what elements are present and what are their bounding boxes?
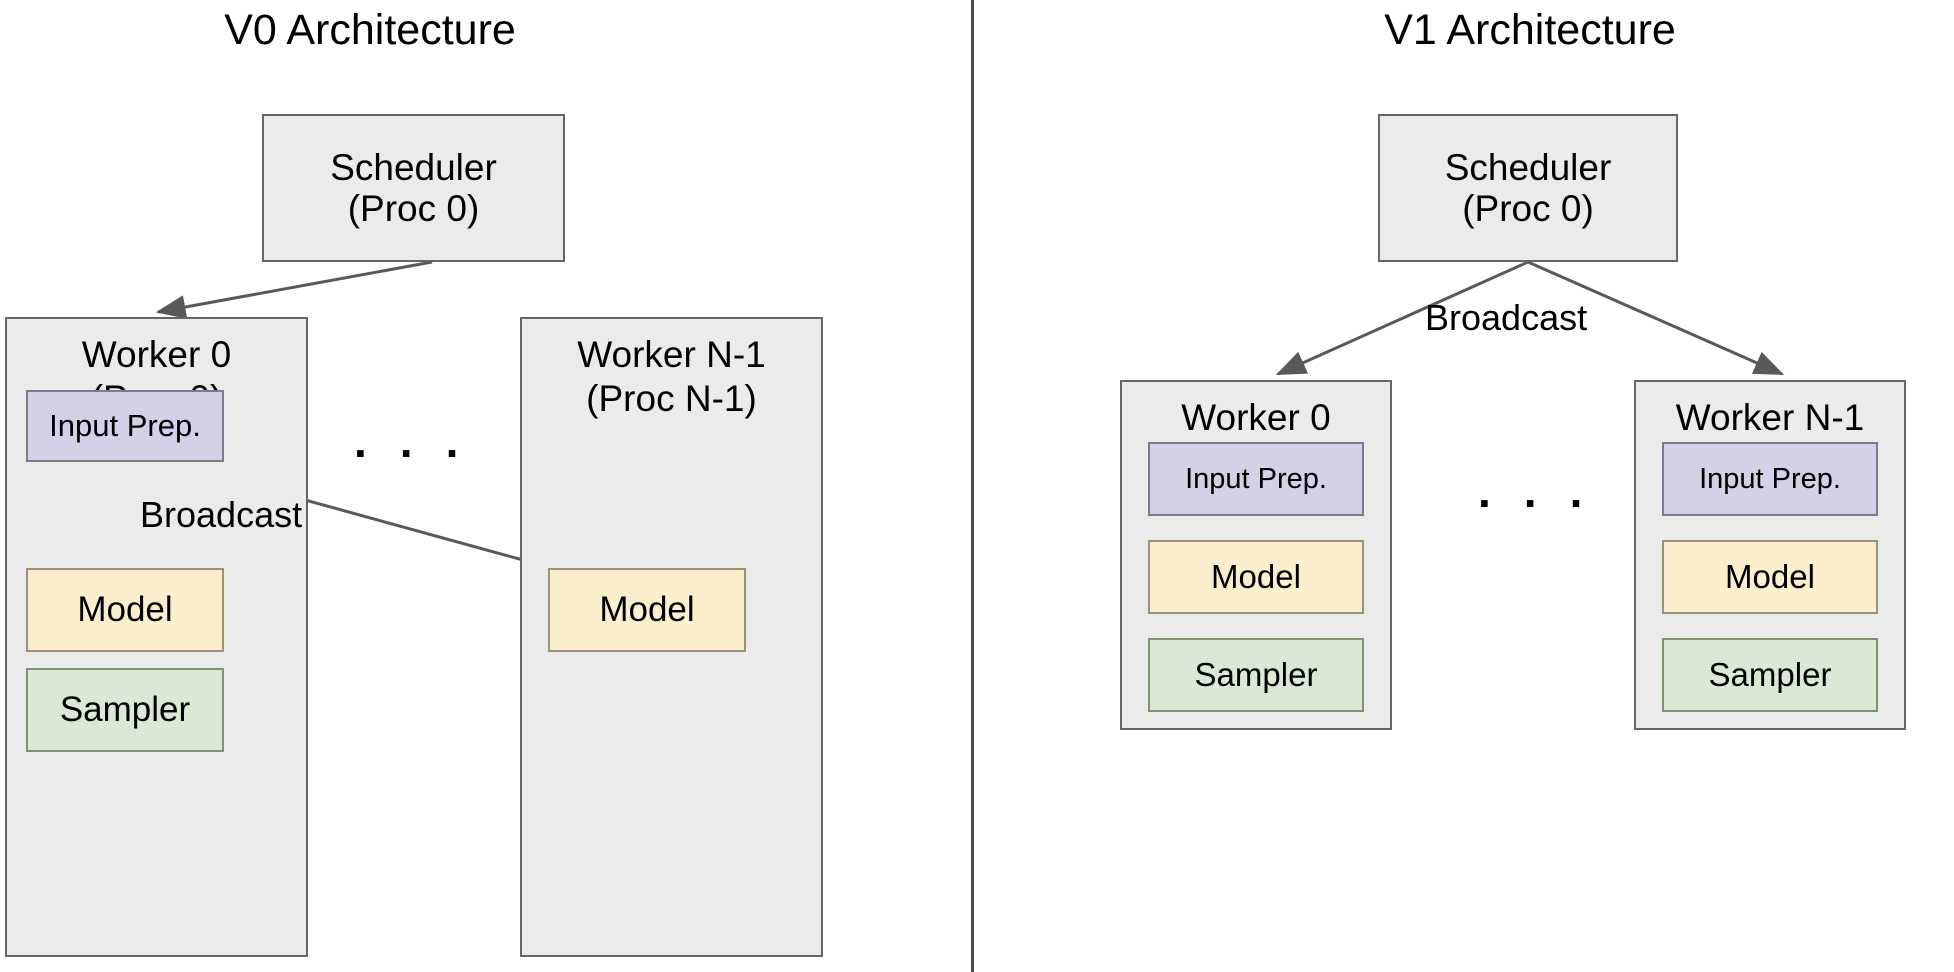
v0-scheduler-label: Scheduler (Proc 0) [330,146,497,229]
v1-worker-n1-model: Model [1662,540,1878,614]
v0-worker-0-model-label: Model [77,590,173,629]
v1-worker-0-input-prep-label: Input Prep. [1185,462,1327,495]
v1-worker-n1-sampler-label: Sampler [1708,656,1832,693]
v0-ellipsis: . . . [354,415,469,467]
v0-worker-n1-model-label: Model [599,590,695,629]
v0-worker-n1-model: Model [548,568,746,652]
v1-ellipsis: . . . [1478,465,1593,517]
arrow-v0-scheduler-to-worker0 [155,260,433,319]
v1-scheduler-label: Scheduler (Proc 0) [1444,146,1612,229]
v0-worker-n1-label: Worker N-1 (Proc N-1) [577,334,766,419]
v1-broadcast-label: Broadcast [1425,297,1588,338]
v1-scheduler-box: Scheduler (Proc 0) [1378,114,1678,262]
v1-worker-0-input-prep: Input Prep. [1148,442,1364,516]
v1-worker-0-model-label: Model [1211,558,1301,595]
v1-worker-0-sampler: Sampler [1148,638,1364,712]
v1-worker-0-model: Model [1148,540,1364,614]
panel-title-v0: V0 Architecture [224,6,516,54]
v1-worker-n1-sampler: Sampler [1662,638,1878,712]
v0-worker-0-input-prep-label: Input Prep. [49,408,201,443]
panel-title-v1: V1 Architecture [1384,6,1676,54]
v0-worker-0-sampler-label: Sampler [59,690,191,729]
panel-divider [971,0,974,972]
v1-worker-n1-model-label: Model [1725,558,1815,595]
v0-worker-0-input-prep: Input Prep. [26,390,224,462]
v1-worker-n1-input-prep: Input Prep. [1662,442,1878,516]
v1-worker-0-sampler-label: Sampler [1194,656,1318,693]
v1-worker-n1-input-prep-label: Input Prep. [1699,462,1841,495]
v0-scheduler-box: Scheduler (Proc 0) [262,114,565,262]
v0-broadcast-label: Broadcast [140,494,303,535]
v0-worker-0-sampler: Sampler [26,668,224,752]
v0-worker-0-model: Model [26,568,224,652]
